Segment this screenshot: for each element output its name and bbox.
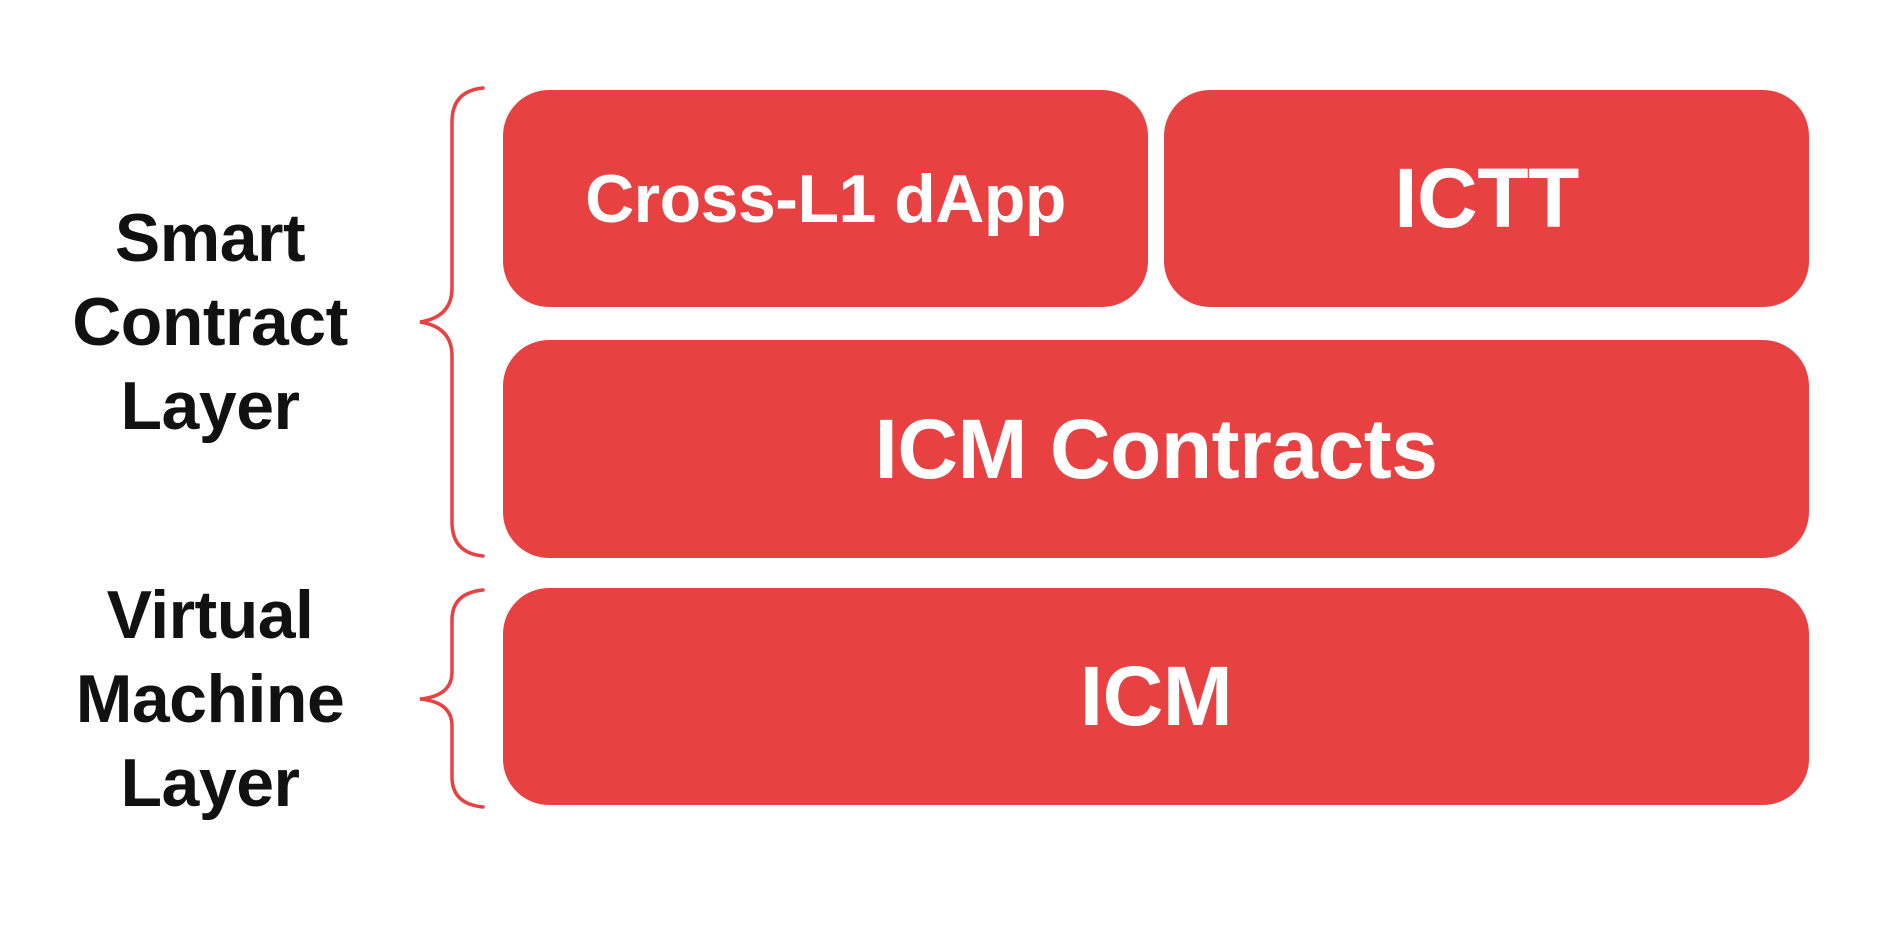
box-icm-contracts: ICM Contracts xyxy=(503,340,1809,558)
curly-brace-smart-contract xyxy=(419,86,485,558)
box-icm: ICM xyxy=(503,588,1809,805)
curly-brace-virtual-machine xyxy=(419,588,485,809)
smart-contract-layer-label: Smart Contract Layer xyxy=(72,199,348,444)
box-ictt: ICTT xyxy=(1164,90,1809,307)
box-label: ICTT xyxy=(1394,151,1579,245)
box-label: ICM xyxy=(1079,649,1233,743)
virtual-machine-layer-label: Virtual Machine Layer xyxy=(75,576,345,821)
box-cross-l1-dapp: Cross-L1 dApp xyxy=(503,90,1148,307)
box-label: ICM Contracts xyxy=(874,401,1438,496)
box-label: Cross-L1 dApp xyxy=(585,160,1066,237)
